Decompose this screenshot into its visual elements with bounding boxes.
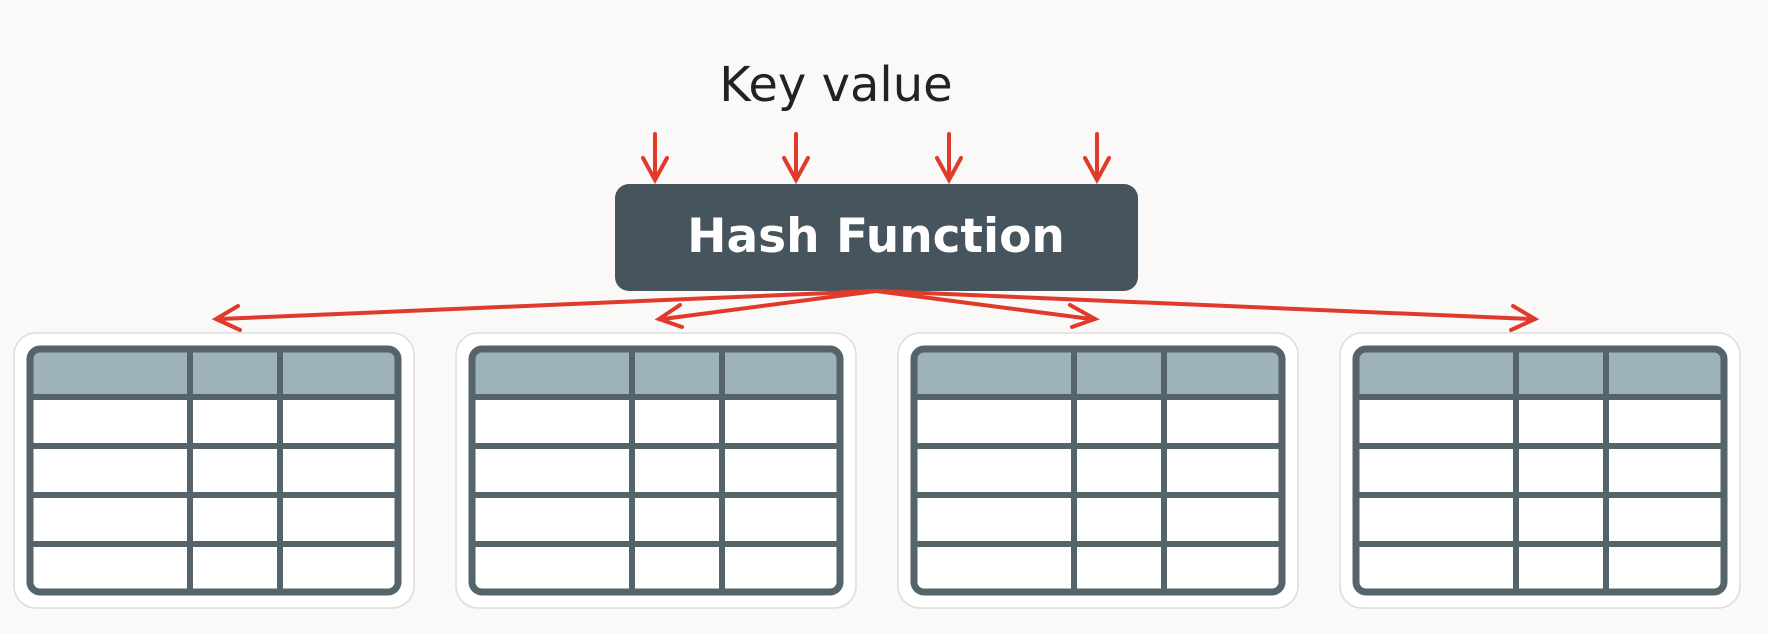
input-arrow-3 bbox=[935, 132, 963, 185]
table-header-row bbox=[914, 349, 1282, 397]
table-outline bbox=[468, 345, 844, 596]
hash-function-label: Hash Function bbox=[687, 209, 1065, 264]
table-outline bbox=[910, 345, 1286, 596]
input-arrows bbox=[641, 132, 1111, 185]
table-body bbox=[1356, 349, 1724, 592]
table-header-row bbox=[1356, 349, 1724, 397]
input-arrow-2 bbox=[782, 132, 810, 185]
output-arrow-4 bbox=[874, 289, 1540, 332]
partition-table-1 bbox=[13, 332, 415, 609]
partition-table-3 bbox=[897, 332, 1299, 609]
partition-table-4 bbox=[1339, 332, 1741, 609]
table-body bbox=[914, 349, 1282, 592]
hash-function-box: Hash Function bbox=[615, 184, 1138, 291]
input-arrow-4 bbox=[1083, 132, 1111, 185]
key-value-label: Key value bbox=[719, 57, 952, 113]
partition-tables bbox=[13, 332, 1741, 609]
table-outline bbox=[1352, 345, 1728, 596]
output-arrow-2 bbox=[654, 289, 878, 329]
table-header-row bbox=[30, 349, 398, 397]
table-body bbox=[472, 349, 840, 592]
table-header-row bbox=[472, 349, 840, 397]
table-outline bbox=[26, 345, 402, 596]
output-arrows bbox=[211, 289, 1540, 332]
input-arrow-1 bbox=[641, 132, 669, 185]
output-arrow-3 bbox=[874, 289, 1100, 329]
table-body bbox=[30, 349, 398, 592]
partition-table-2 bbox=[455, 332, 857, 609]
output-arrow-1 bbox=[211, 289, 878, 332]
